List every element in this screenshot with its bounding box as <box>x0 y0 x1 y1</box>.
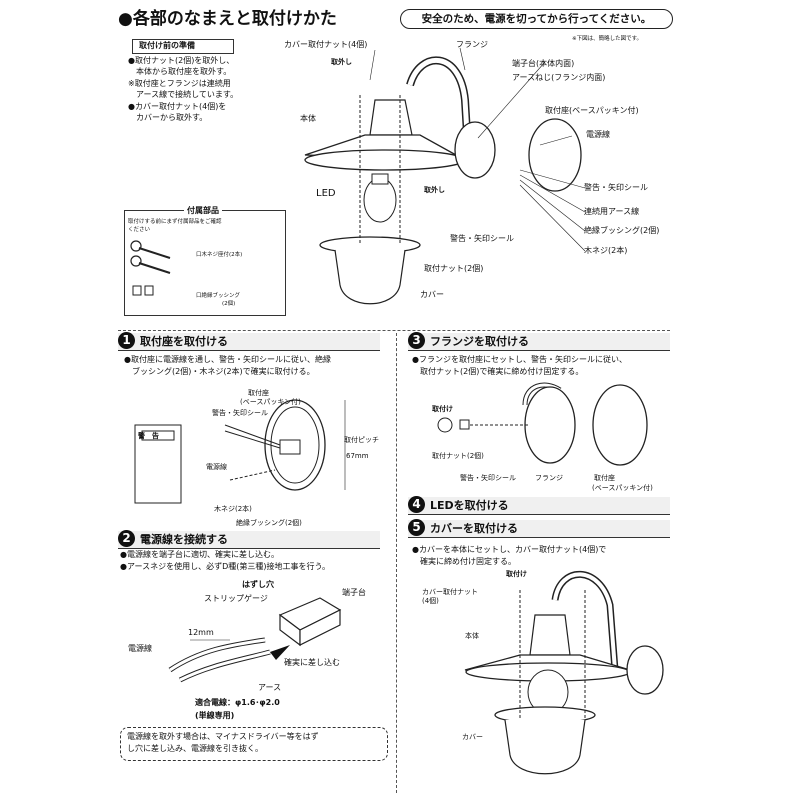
label-led: LED <box>316 188 336 199</box>
step1-title: 取付座を取付ける <box>140 335 228 348</box>
label-warning-seal: 警告・矢印シール <box>584 183 648 192</box>
step2-note: 電源線を取外す場合は、マイナスドライバー等をはず <box>127 732 319 741</box>
step2-diagram <box>168 597 342 683</box>
accessory-bushing-qty: (2個) <box>222 301 236 307</box>
step2-number: 2 <box>118 530 135 547</box>
step2-header: 2 電源線を接続する <box>118 530 380 549</box>
label-body: 本体 <box>300 114 316 123</box>
step2-power: 電源線 <box>128 644 152 653</box>
step2-note-box: 電源線を取外す場合は、マイナスドライバー等をはず し穴に差し込み、電源線を引き抜… <box>120 727 388 761</box>
step2-note2: し穴に差し込み、電源線を引き抜く。 <box>127 744 263 753</box>
label-earth-wire: 連続用アース線 <box>584 207 640 216</box>
step1-warning-header: 警 告 <box>138 432 159 440</box>
prep-line: カバーから取外す。 <box>128 113 208 122</box>
step5-line: ●カバーを本体にセットし、カバー取付ナット(4個)で <box>412 545 607 554</box>
step2-line: ●電源線を端子台に適切、確実に差し込む。 <box>120 550 279 559</box>
step1-seal: 警告・矢印シール <box>212 409 268 417</box>
label-earth-screw: アースねじ(フランジ内面) <box>512 73 606 82</box>
step5-tighten: 取付け <box>506 570 527 578</box>
step1-number: 1 <box>118 332 135 349</box>
label-mount-nut: 取付ナット(2個) <box>424 264 484 273</box>
label-terminal: 端子台(本体内面) <box>512 59 575 68</box>
prep-line: ●取付ナット(2個)を取外し、 <box>128 56 235 65</box>
step3-number: 3 <box>408 332 425 349</box>
prep-line: アース線で接続しています。 <box>128 90 239 99</box>
step3-flange: フランジ <box>535 474 563 482</box>
accessory-screw-label: 口木ネジ座付(2本) <box>196 252 243 258</box>
step5-body: 本体 <box>465 632 479 640</box>
step3-title: フランジを取付ける <box>430 335 529 348</box>
label-power-line: 電源線 <box>586 130 610 139</box>
step4-title: LEDを取付ける <box>430 499 509 512</box>
accessories-note: ください <box>128 227 151 233</box>
prep-title-box: 取付け前の準備 <box>132 39 234 54</box>
prep-line: ※取付座とフランジは連続用 <box>128 79 231 88</box>
step3-base2: (ベースパッキン付) <box>592 484 653 492</box>
step3-nut: 取付ナット(2個) <box>432 452 484 460</box>
step3-line: ●フランジを取付座にセットし、警告・矢印シールに従い、 <box>412 355 627 364</box>
step2-insert: 確実に差し込む <box>284 658 340 667</box>
step2-hole: はずし穴 <box>242 580 274 589</box>
main-exploded-diagram <box>304 47 586 305</box>
step1-bushing: 絶縁ブッシング(2個) <box>236 519 302 527</box>
step1-header: 1 取付座を取付ける <box>118 332 380 351</box>
step5-nut-qty: (4個) <box>422 597 439 605</box>
label-base: 取付座(ベースパッキン付) <box>545 106 639 115</box>
label-remove: 取外し <box>331 58 352 66</box>
step1-line: ●取付座に電源線を通し、警告・矢印シールに従い、絶縁 <box>124 355 331 364</box>
step5-diagram <box>464 570 664 775</box>
step2-fit: 適合電線：φ1.6･φ2.0 <box>195 698 280 707</box>
step1-base2: (ベースパッキン付) <box>240 398 301 406</box>
step3-line: 取付ナット(2個)で確実に締め付け固定する。 <box>412 367 584 376</box>
step1-pitch: 取付ピッチ <box>344 436 379 444</box>
step2-terminal: 端子台 <box>342 588 366 597</box>
label-cover-nut: カバー取付ナット(4個) <box>284 40 368 49</box>
section-divider <box>118 330 670 331</box>
step1-diagram <box>134 399 346 504</box>
label-remove2: 取外し <box>424 186 445 194</box>
accessory-bushing-label: 口絶縁ブッシング <box>196 293 241 299</box>
prep-title: 取付け前の準備 <box>139 41 195 50</box>
step4-number: 4 <box>408 496 425 513</box>
step2-length: 12mm <box>188 628 214 637</box>
accessories-note: 取付けする前にまず付属部品をご確認 <box>128 219 222 225</box>
page-title: ●各部のなまえと取付けかた <box>118 9 337 29</box>
step3-tighten: 取付け <box>432 405 453 413</box>
prep-line: 本体から取付座を取外す。 <box>128 67 232 76</box>
column-divider <box>396 333 397 793</box>
label-bushing: 絶縁ブッシング(2個) <box>584 226 660 235</box>
step3-seal: 警告・矢印シール <box>460 474 516 482</box>
step1-pitch-value: 67mm <box>346 452 369 460</box>
step4-header: 4 LEDを取付ける <box>408 496 670 515</box>
step2-line: ●アースネジを使用し、必ずD種(第三種)接地工事を行う。 <box>120 562 331 571</box>
safety-notice: 安全のため、電源を切ってから行ってください。 <box>400 9 673 29</box>
step5-cover: カバー <box>462 733 483 741</box>
step1-line: ブッシング(2個)・木ネジ(2本)で確実に取付ける。 <box>124 367 315 376</box>
diagram-note: ※下図は、簡略した図です。 <box>572 36 643 42</box>
step2-earth: アース <box>258 683 282 692</box>
label-cover: カバー <box>420 290 444 299</box>
step5-header: 5 カバーを取付ける <box>408 519 670 538</box>
step5-number: 5 <box>408 519 425 536</box>
prep-line: ●カバー取付ナット(4個)を <box>128 102 227 111</box>
step1-screw: 木ネジ(2本) <box>214 505 252 513</box>
step2-gauge: ストリップゲージ <box>204 594 268 603</box>
step2-title: 電源線を接続する <box>140 533 228 546</box>
step3-diagram <box>437 382 648 466</box>
step2-fit2: (単線専用) <box>195 711 235 720</box>
step3-header: 3 フランジを取付ける <box>408 332 670 351</box>
accessories-title: 付属部品 <box>184 206 222 216</box>
label-wood-screw: 木ネジ(2本) <box>584 246 628 255</box>
step5-title: カバーを取付ける <box>430 522 518 535</box>
step5-nut: カバー取付ナット <box>422 588 478 596</box>
step3-base: 取付座 <box>594 474 615 482</box>
label-warning-seal2: 警告・矢印シール <box>450 234 514 243</box>
screw-icon <box>130 240 171 296</box>
step1-power: 電源線 <box>206 463 227 471</box>
step5-line: 確実に締め付け固定する。 <box>412 557 516 566</box>
label-flange: フランジ <box>456 40 488 49</box>
step1-base: 取付座 <box>248 389 269 397</box>
